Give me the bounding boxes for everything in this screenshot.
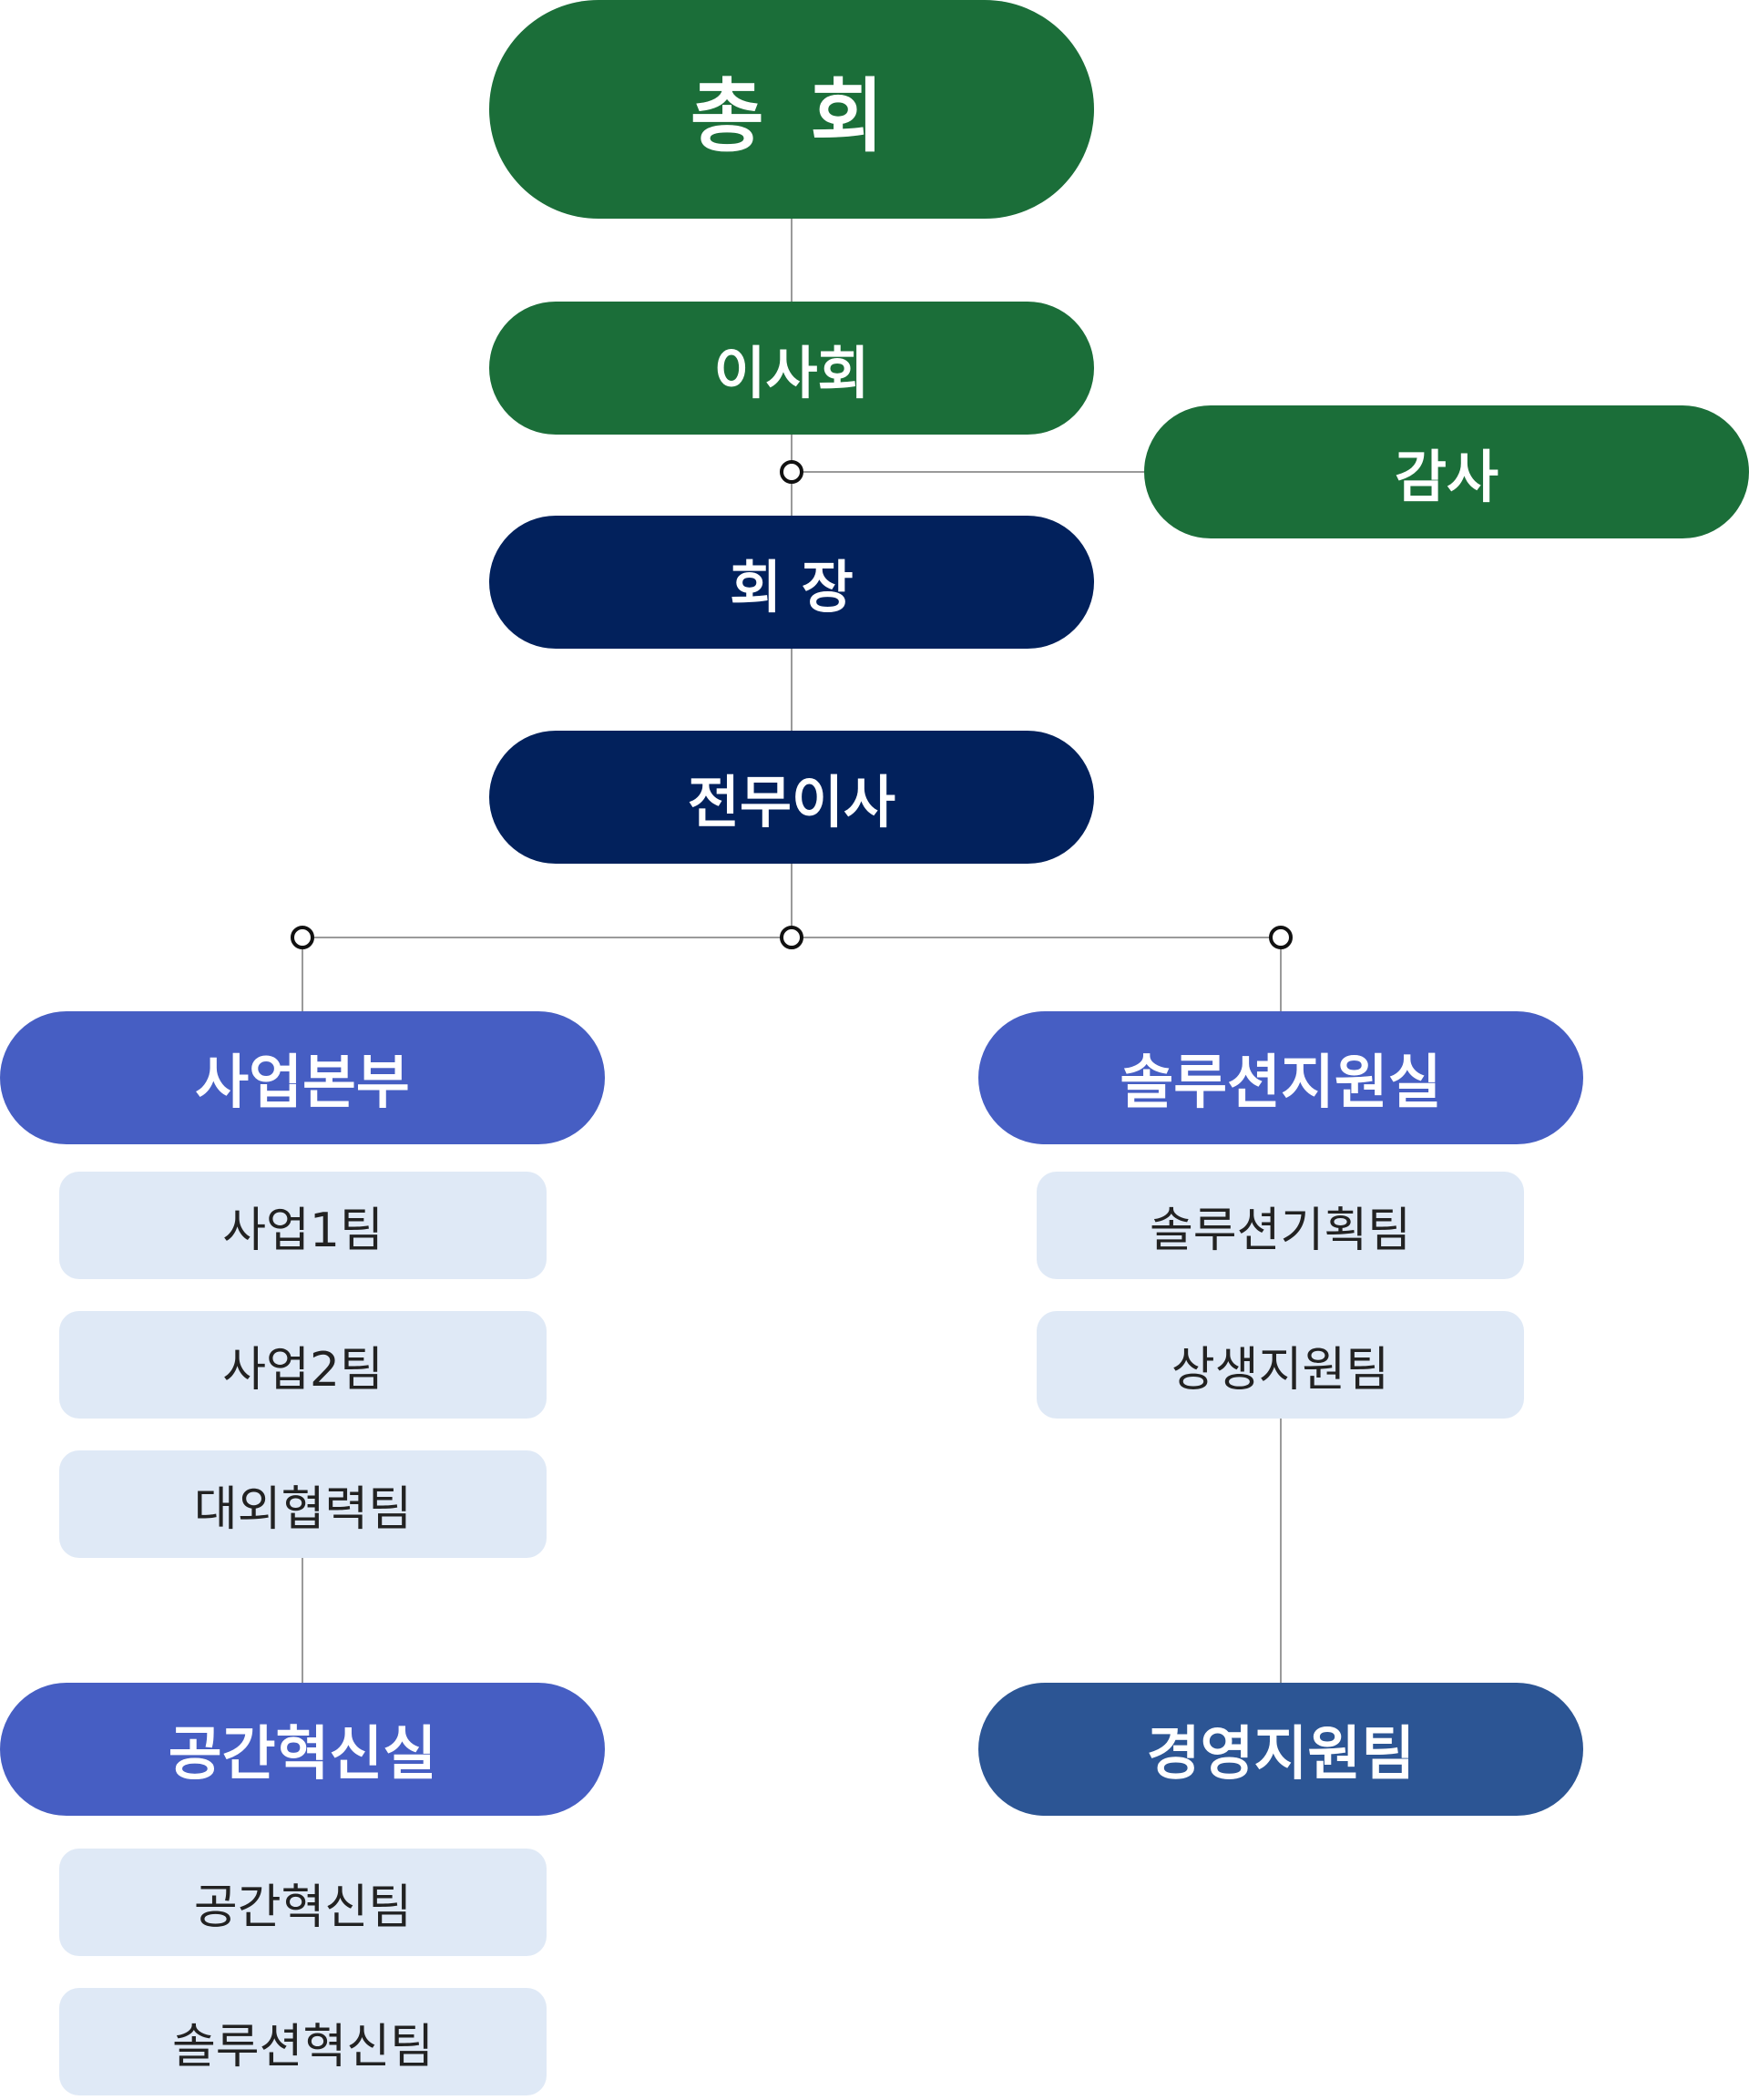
space-innovation-office-node: 공간혁신실: [0, 1683, 605, 1816]
space-innovation-team-box: 공간혁신팀: [59, 1849, 547, 1956]
solution-planning-team-label: 솔루션기획팀: [1149, 1203, 1412, 1258]
auditor-node: 감사: [1144, 405, 1749, 538]
solution-planning-team-box: 솔루션기획팀: [1037, 1172, 1524, 1279]
general-assembly-label: 총 회: [690, 68, 894, 163]
business-team-2-box: 사업2팀: [59, 1311, 547, 1419]
president-label: 회 장: [730, 554, 854, 620]
junction-dot-left: [291, 926, 314, 949]
managing-director-node: 전무이사: [489, 731, 1094, 864]
managing-director-label: 전무이사: [687, 769, 896, 835]
space-innovation-office-label: 공간혁신실: [168, 1721, 437, 1788]
junction-dot-auditor: [780, 460, 803, 484]
president-node: 회 장: [489, 516, 1094, 649]
business-team-1-label: 사업1팀: [222, 1203, 384, 1258]
business-team-2-label: 사업2팀: [222, 1342, 384, 1398]
mutual-growth-support-team-label: 상생지원팀: [1171, 1342, 1390, 1398]
auditor-label: 감사: [1394, 444, 1499, 510]
external-cooperation-team-box: 대외협력팀: [59, 1450, 547, 1558]
business-division-node: 사업본부: [0, 1011, 605, 1144]
general-assembly-node: 총 회: [489, 0, 1094, 219]
management-support-team-label: 경영지원팀: [1146, 1721, 1416, 1788]
business-team-1-box: 사업1팀: [59, 1172, 547, 1279]
mutual-growth-support-team-box: 상생지원팀: [1037, 1311, 1524, 1419]
space-innovation-team-label: 공간혁신팀: [193, 1880, 413, 1935]
business-division-label: 사업본부: [195, 1050, 410, 1117]
junction-dot-right: [1269, 926, 1293, 949]
management-support-team-node: 경영지원팀: [978, 1683, 1583, 1816]
board-of-directors-label: 이사회: [713, 340, 870, 406]
solution-support-office-node: 솔루션지원실: [978, 1011, 1583, 1144]
solution-support-office-label: 솔루션지원실: [1120, 1050, 1442, 1117]
board-of-directors-node: 이사회: [489, 302, 1094, 435]
solution-innovation-team-box: 솔루션혁신팀: [59, 1988, 547, 2095]
external-cooperation-team-label: 대외협력팀: [193, 1481, 413, 1537]
junction-dot-center: [780, 926, 803, 949]
solution-innovation-team-label: 솔루션혁신팀: [171, 2019, 435, 2074]
